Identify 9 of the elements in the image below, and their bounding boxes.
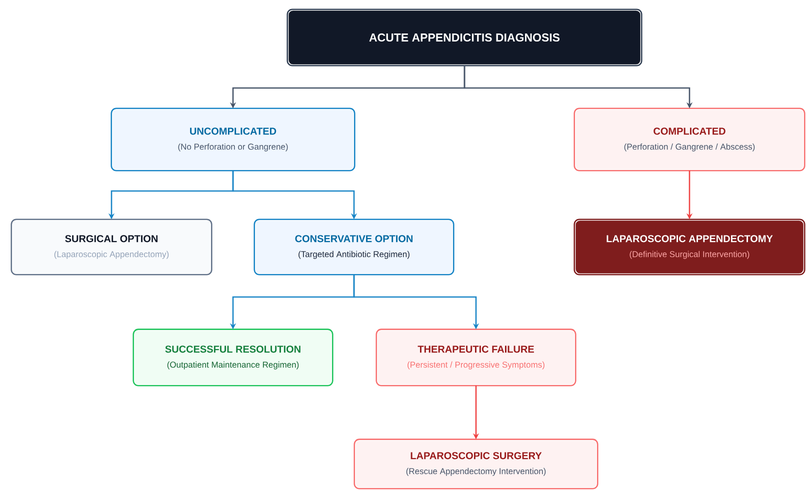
- category-box: UNCOMPLICATED (No Perforation or Gangrene): [111, 108, 355, 171]
- outcome-box: THERAPEUTIC FAILURE (Persistent / Progressive Symptoms): [376, 329, 576, 386]
- treatment-box: LAPAROSCOPIC APPENDECTOMY (Definitive Surgical Intervention): [574, 219, 805, 275]
- outcome-box: SUCCESSFUL RESOLUTION (Outpatient Maintenance Regimen): [133, 329, 333, 386]
- option-box: CONSERVATIVE OPTION (Targeted Antibiotic Regimen): [254, 219, 454, 275]
- diagnosis-box: ACUTE APPENDICITIS DIAGNOSIS: [287, 9, 642, 66]
- option-box: SURGICAL OPTION (Laparoscopic Appendectomy): [11, 219, 212, 275]
- category-box: COMPLICATED (Perforation / Gangrene / Abscess): [574, 108, 805, 171]
- treatment-box: LAPAROSCOPIC SURGERY (Rescue Appendectomy Intervention): [354, 439, 598, 489]
